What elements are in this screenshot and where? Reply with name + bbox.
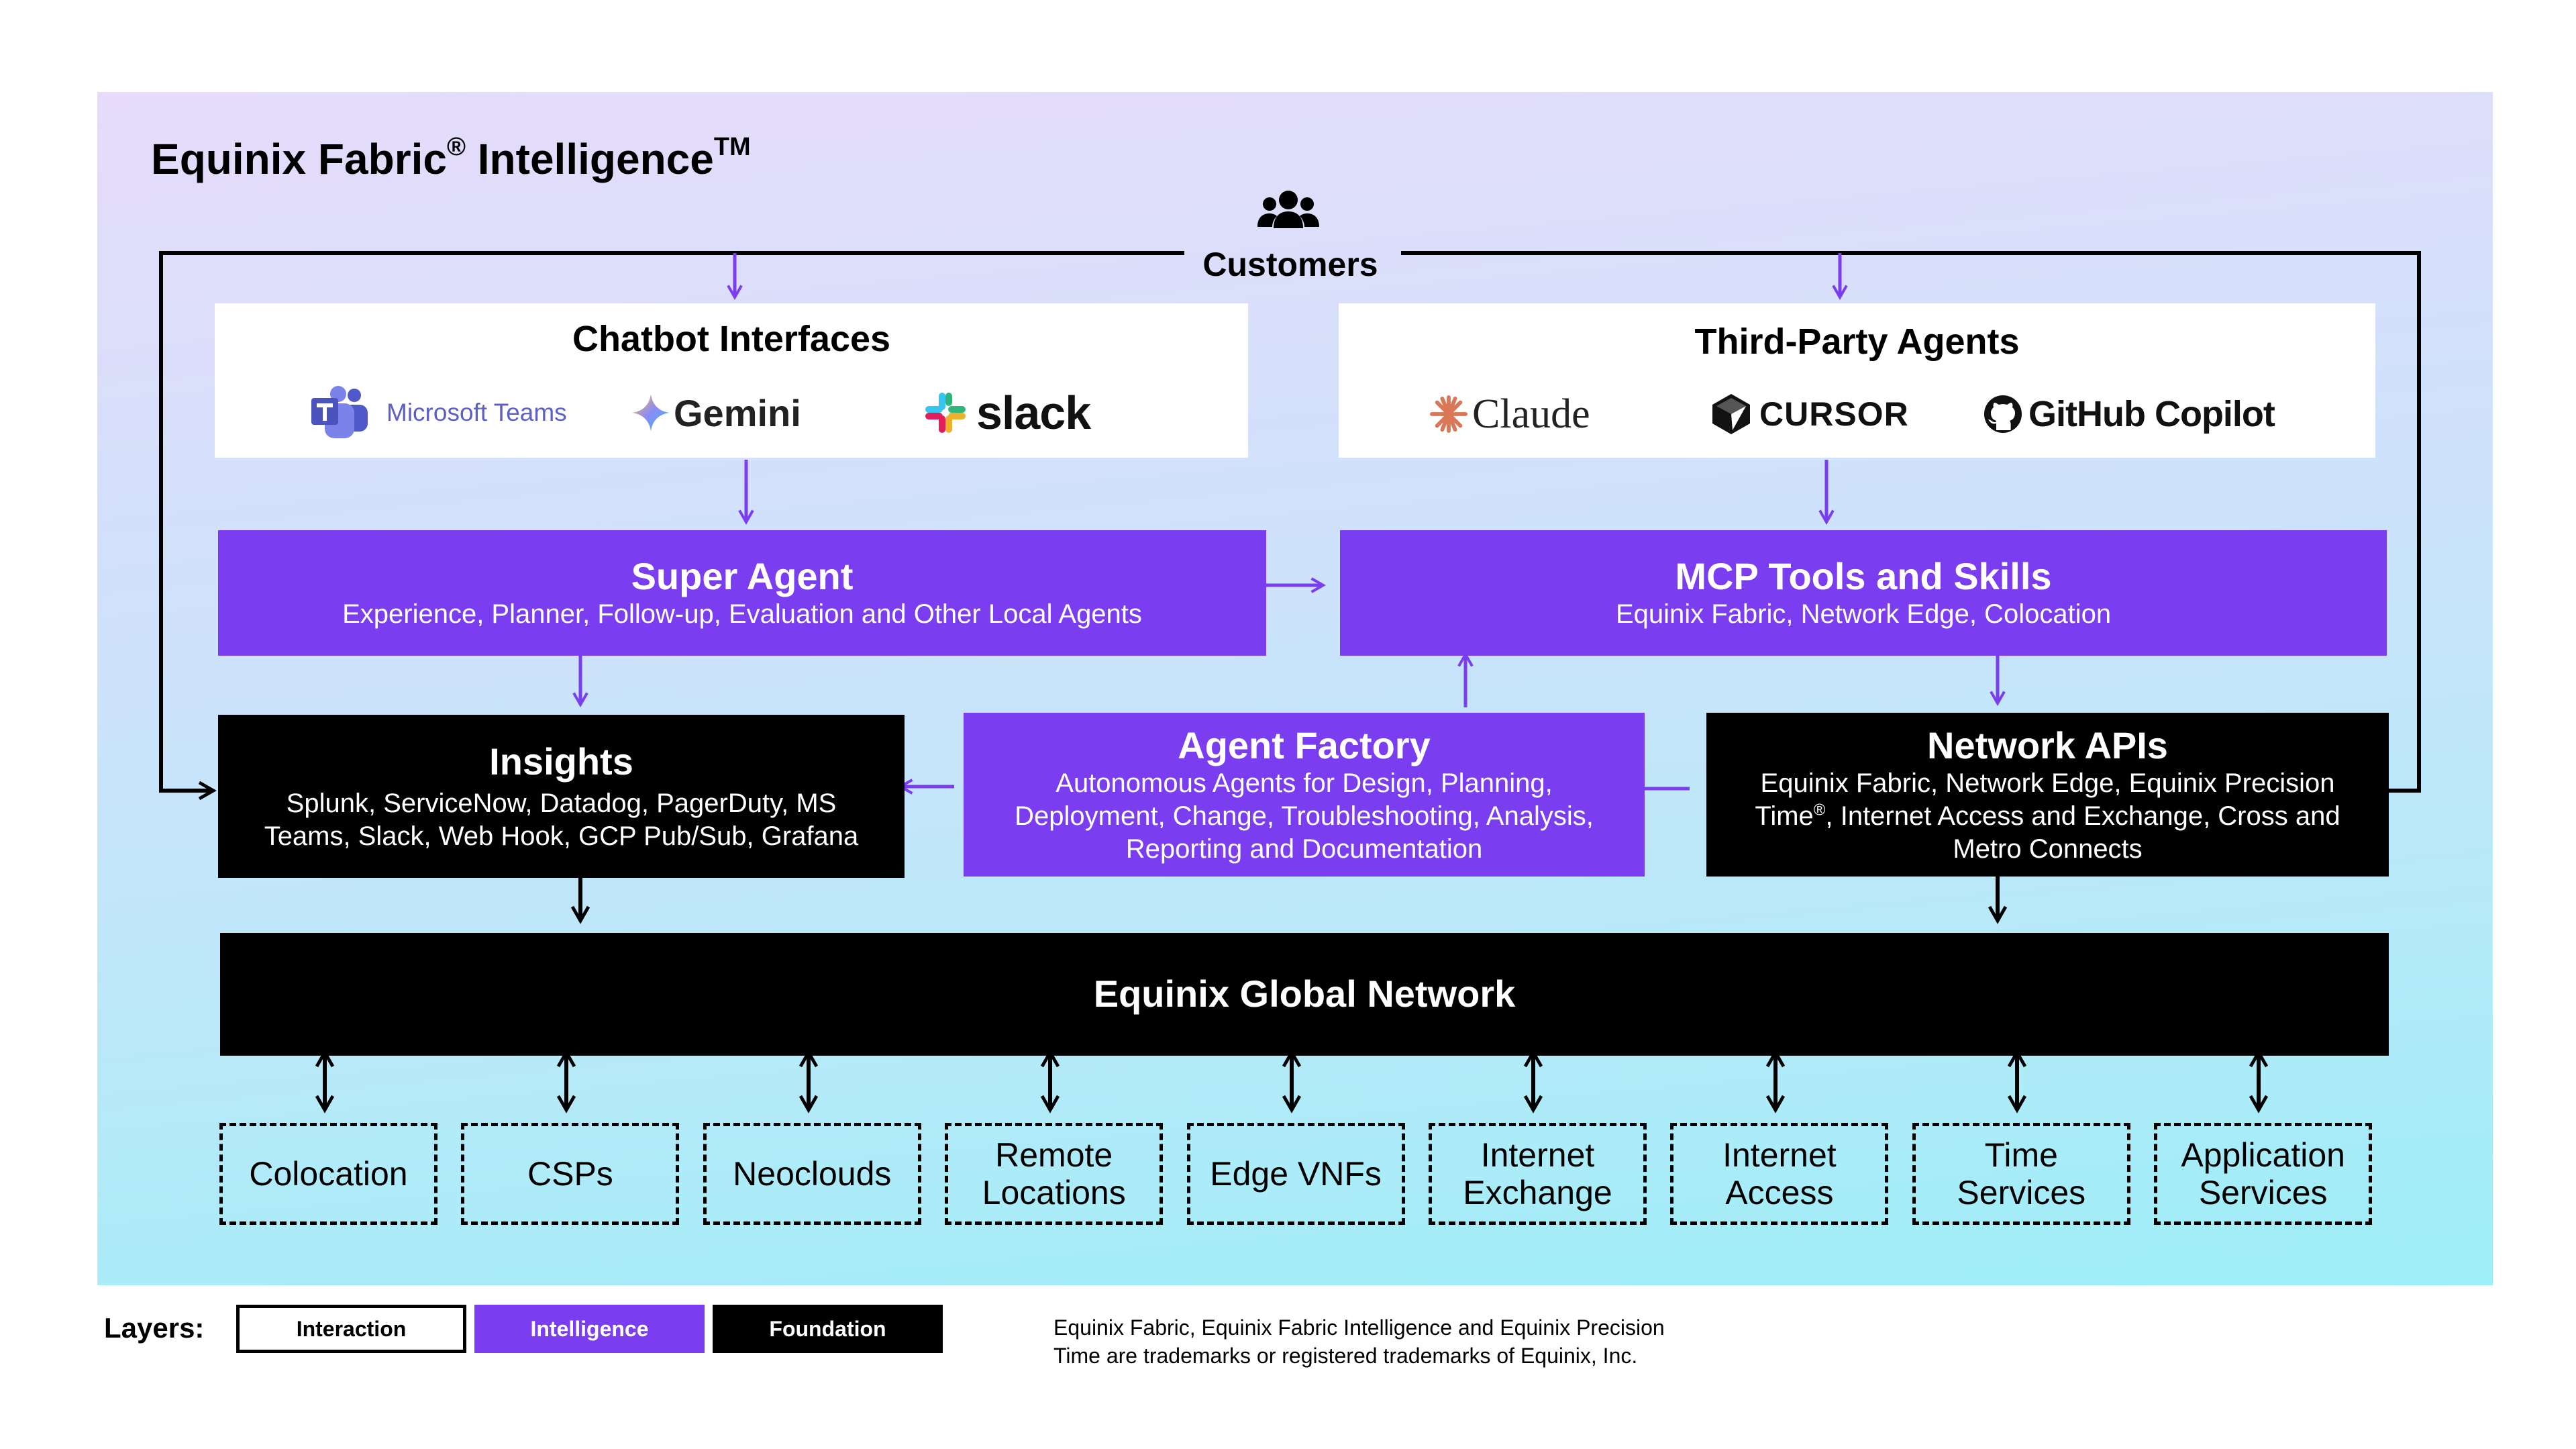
endpoint-line2: Locations <box>982 1174 1126 1211</box>
endpoint-line2: Access <box>1725 1174 1834 1211</box>
teams-icon <box>311 386 368 438</box>
endpoint-box: CSPs <box>461 1123 680 1225</box>
github-copilot-logo: GitHub Copilot <box>1983 384 2275 444</box>
users-group-icon <box>1257 191 1319 228</box>
endpoint-line2: Services <box>1957 1174 2086 1211</box>
agent-factory-line3: Reporting and Documentation <box>1125 834 1483 864</box>
customers-right-loop <box>1401 251 2421 801</box>
claude-icon <box>1429 395 1468 434</box>
agent-factory-box: Agent Factory Autonomous Agents for Desi… <box>964 713 1645 877</box>
endpoint-line2: Exchange <box>1463 1174 1612 1211</box>
cursor-logo: CURSOR <box>1711 384 1909 444</box>
super-agent-subtitle: Experience, Planner, Follow-up, Evaluati… <box>342 599 1142 630</box>
third-party-agents-box: Third-Party Agents Claude CURSOR <box>1339 303 2375 458</box>
endpoint-line2: Services <box>2198 1174 2328 1211</box>
trademark-note: Equinix Fabric, Equinix Fabric Intellige… <box>1053 1314 1724 1370</box>
endpoint-line1: Edge VNFs <box>1210 1155 1382 1193</box>
endpoint-box: Colocation <box>219 1123 437 1225</box>
agent-factory-line1: Autonomous Agents for Design, Planning, <box>1055 768 1553 798</box>
endpoint-line1: Time <box>1984 1136 2058 1174</box>
agent-factory-line2: Deployment, Change, Troubleshooting, Ana… <box>1015 801 1594 831</box>
super-agent-title: Super Agent <box>631 554 854 597</box>
insights-box: Insights Splunk, ServiceNow, Datadog, Pa… <box>218 715 905 878</box>
insights-line1: Splunk, ServiceNow, Datadog, PagerDuty, … <box>286 788 837 818</box>
gemini-icon <box>632 394 670 432</box>
endpoint-line1: CSPs <box>527 1155 613 1193</box>
endpoint-line1: Internet <box>1480 1136 1595 1174</box>
network-apis-box: Network APIs Equinix Fabric, Network Edg… <box>1706 713 2389 877</box>
endpoint-line1: Remote <box>995 1136 1113 1174</box>
network-apis-title: Network APIs <box>1927 723 2168 766</box>
customers-label: Customers <box>1202 246 1378 283</box>
github-copilot-label: GitHub Copilot <box>2028 394 2275 434</box>
mcp-tools-subtitle: Equinix Fabric, Network Edge, Colocation <box>1615 599 2112 630</box>
global-network-label: Equinix Global Network <box>1093 972 1516 1015</box>
endpoint-line1: Internet <box>1722 1136 1837 1174</box>
customers-left-loop <box>159 251 1184 801</box>
endpoint-line1: Neoclouds <box>733 1155 892 1193</box>
global-network-box: Equinix Global Network <box>220 933 2389 1056</box>
network-apis-line2: Time®, Internet Access and Exchange, Cro… <box>1755 801 2340 831</box>
insights-title: Insights <box>489 740 633 783</box>
cursor-label: CURSOR <box>1759 395 1909 433</box>
github-icon <box>1984 395 2022 433</box>
network-apis-line3: Metro Connects <box>1953 834 2143 864</box>
agent-factory-title: Agent Factory <box>1178 723 1431 766</box>
super-agent-box: Super Agent Experience, Planner, Follow-… <box>218 530 1266 656</box>
diagram-title: Equinix Fabric® IntelligenceTM <box>151 133 751 183</box>
chatbot-interfaces-title: Chatbot Interfaces <box>572 319 891 359</box>
slack-logo: slack <box>923 383 1091 443</box>
third-party-agents-title: Third-Party Agents <box>1694 321 2020 362</box>
endpoint-line1: Application <box>2181 1136 2345 1174</box>
legend-label: Layers: <box>104 1312 205 1344</box>
endpoint-line1: Colocation <box>249 1155 408 1193</box>
network-apis-line1: Equinix Fabric, Network Edge, Equinix Pr… <box>1760 768 2335 798</box>
legend-interaction: Interaction <box>236 1305 466 1353</box>
legend-intelligence: Intelligence <box>474 1305 705 1353</box>
trademark-note-line1: Equinix Fabric, Equinix Fabric Intellige… <box>1053 1315 1665 1340</box>
cursor-icon <box>1712 394 1750 434</box>
microsoft-teams-logo: Microsoft Teams <box>309 383 567 443</box>
endpoint-arrows <box>315 1049 2269 1113</box>
legend-foundation: Foundation <box>713 1305 943 1353</box>
teams-label: Microsoft Teams <box>387 399 567 426</box>
endpoint-box: Neoclouds <box>703 1123 921 1225</box>
gemini-label: Gemini <box>674 391 801 434</box>
chatbot-interfaces-box: Chatbot Interfaces Microsoft Teams Gemin… <box>215 303 1248 458</box>
claude-label: Claude <box>1472 391 1590 437</box>
gemini-logo: Gemini <box>631 383 801 443</box>
insights-line2: Teams, Slack, Web Hook, GCP Pub/Sub, Gra… <box>264 821 859 851</box>
mcp-tools-box: MCP Tools and Skills Equinix Fabric, Net… <box>1340 530 2387 656</box>
trademark-note-line2: Time are trademarks or registered tradem… <box>1053 1343 1638 1368</box>
endpoint-box: Edge VNFs <box>1186 1123 1405 1225</box>
slack-label: slack <box>976 387 1091 439</box>
slack-icon <box>925 393 966 433</box>
mcp-tools-title: MCP Tools and Skills <box>1675 554 2052 597</box>
claude-logo: Claude <box>1429 384 1590 444</box>
